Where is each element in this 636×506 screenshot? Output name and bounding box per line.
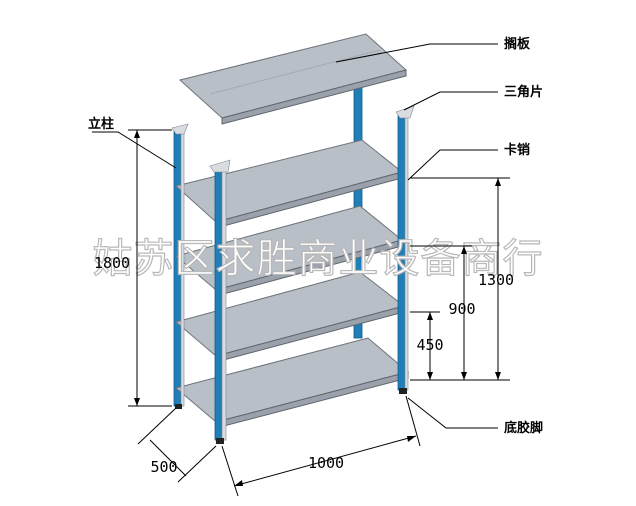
dim-1300-text: 1300 — [478, 271, 514, 289]
label-pin: 卡销 — [504, 142, 530, 158]
foot-back-left — [175, 404, 182, 409]
foot-front-left — [216, 438, 224, 444]
label-foot: 底胶脚 — [504, 420, 543, 436]
label-top-shelf: 搁板 — [504, 36, 531, 52]
corner-pieces — [171, 105, 415, 173]
dim-450-text: 450 — [416, 336, 443, 354]
feet — [175, 388, 407, 444]
top-shelf — [178, 33, 408, 125]
dim-1800 — [128, 129, 172, 407]
dim-1300 — [410, 177, 510, 381]
dim-1000-text: 1000 — [308, 454, 344, 472]
shelf-5 — [174, 337, 410, 429]
watermark: 姑苏区求胜商业设备商行 — [93, 236, 544, 282]
label-corner-piece: 三角片 — [504, 84, 543, 100]
front-posts — [180, 115, 409, 441]
dim-900 — [410, 245, 472, 380]
dim-450 — [410, 311, 440, 380]
foot-front-right — [399, 388, 407, 394]
dim-1000 — [221, 395, 421, 497]
leader-lines — [92, 43, 498, 429]
dim-500 — [137, 407, 217, 483]
label-upright: 立柱 — [88, 116, 114, 132]
dim-1800-text: 1800 — [94, 254, 130, 272]
front-left-post-face — [221, 167, 227, 441]
dim-900-text: 900 — [448, 300, 475, 318]
dim-500-text: 500 — [150, 458, 177, 476]
